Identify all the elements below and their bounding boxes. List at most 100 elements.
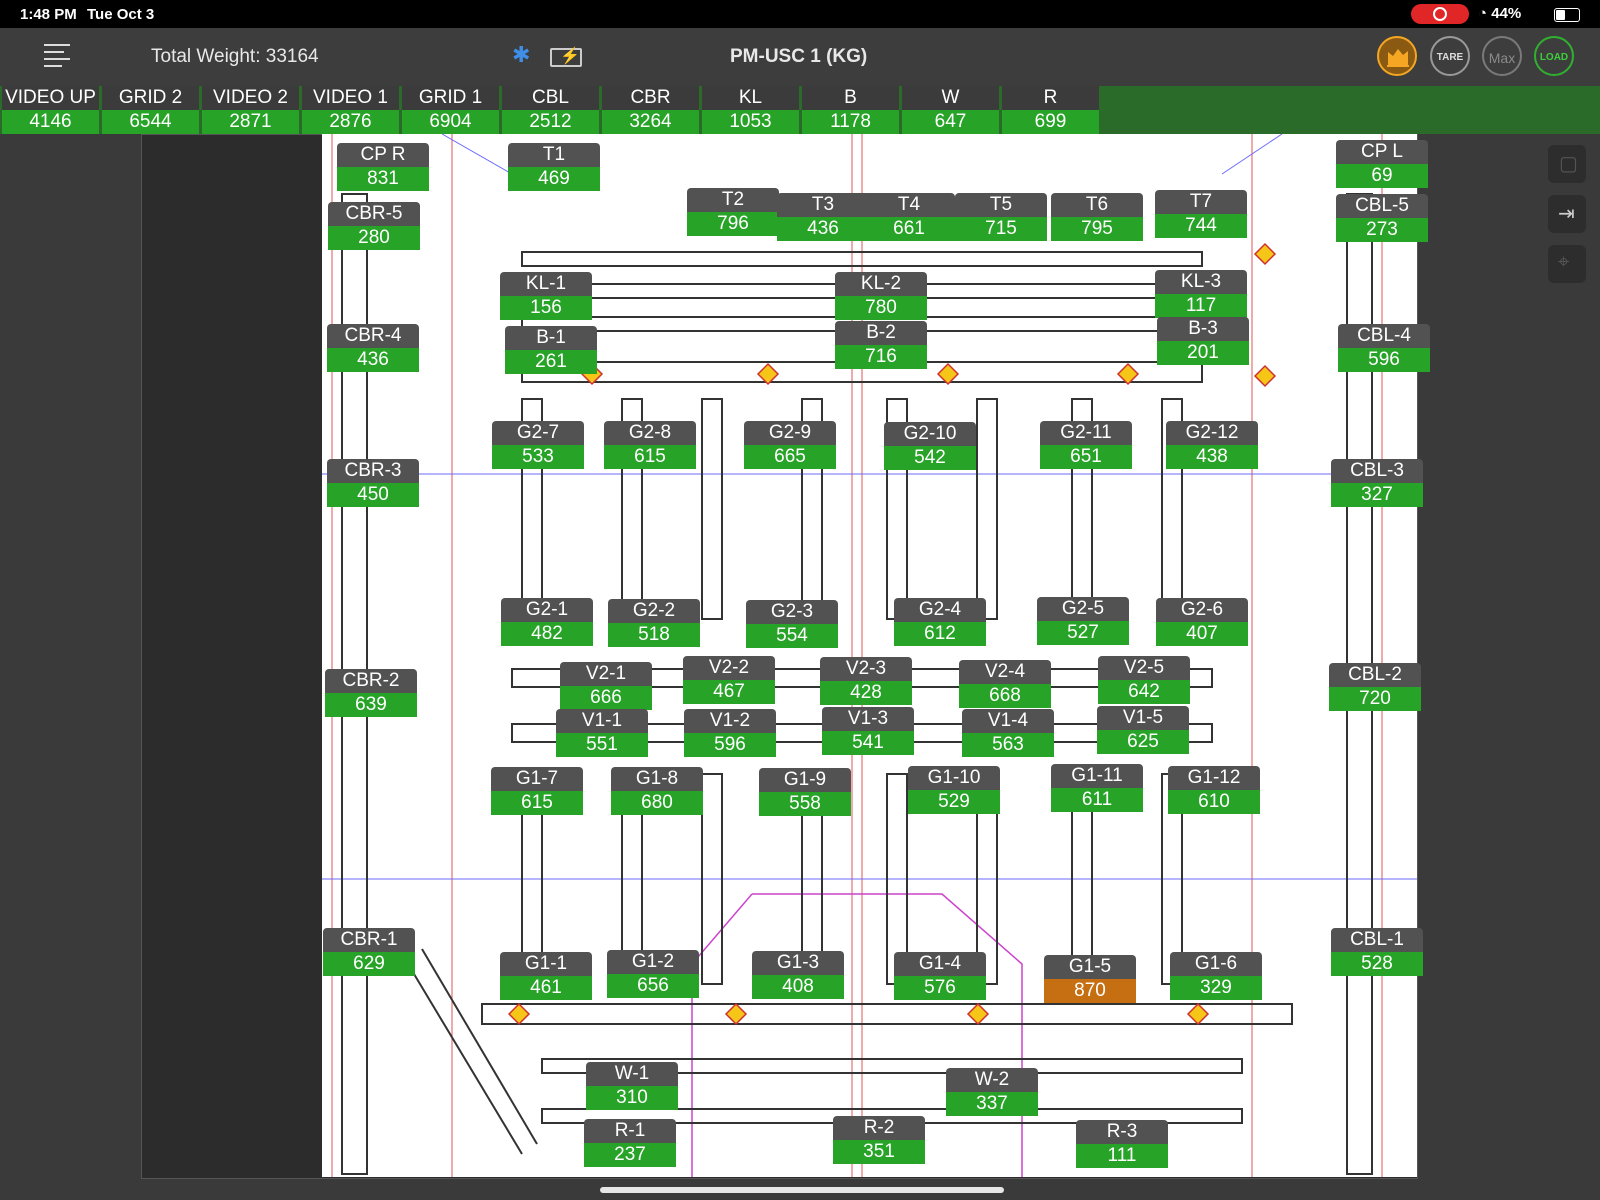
total-weight: Total Weight: 33164 — [151, 46, 319, 67]
device-title: PM-USC 1 (KG) — [730, 46, 868, 67]
status-bar: 1:48 PM Tue Oct 3 ◔ 44% — [0, 0, 1600, 28]
chart-view-button[interactable] — [1377, 36, 1417, 76]
battery-percent: 44% — [1491, 5, 1522, 22]
status-icons: ◔ 44% — [1478, 5, 1521, 22]
export-button[interactable]: ⇥ — [1548, 195, 1586, 233]
max-button[interactable]: Max — [1482, 36, 1522, 76]
status-date: Tue Oct 3 — [87, 6, 155, 23]
recenter-button[interactable]: ⌖ — [1548, 245, 1586, 283]
wifi-icon: ◔ — [1478, 5, 1488, 22]
load-button[interactable]: LOAD — [1534, 36, 1574, 76]
top-bar: Total Weight: 33164 ✱ ⚡ PM-USC 1 (KG) TA… — [0, 28, 1600, 86]
lock-icon: ▢ — [1559, 153, 1578, 175]
screen-recording-indicator[interactable] — [1411, 4, 1469, 24]
home-indicator[interactable] — [600, 1187, 1004, 1193]
menu-icon[interactable] — [44, 44, 72, 67]
tare-button[interactable]: TARE — [1430, 36, 1470, 76]
battery-icon — [1554, 8, 1580, 22]
lock-button[interactable]: ▢ — [1548, 145, 1586, 183]
record-icon — [1433, 7, 1447, 21]
export-icon: ⇥ — [1558, 203, 1575, 225]
crosshair-icon: ⌖ — [1558, 251, 1570, 273]
battery-charging-icon: ⚡ — [550, 48, 582, 67]
status-time: 1:48 PM — [20, 6, 77, 23]
